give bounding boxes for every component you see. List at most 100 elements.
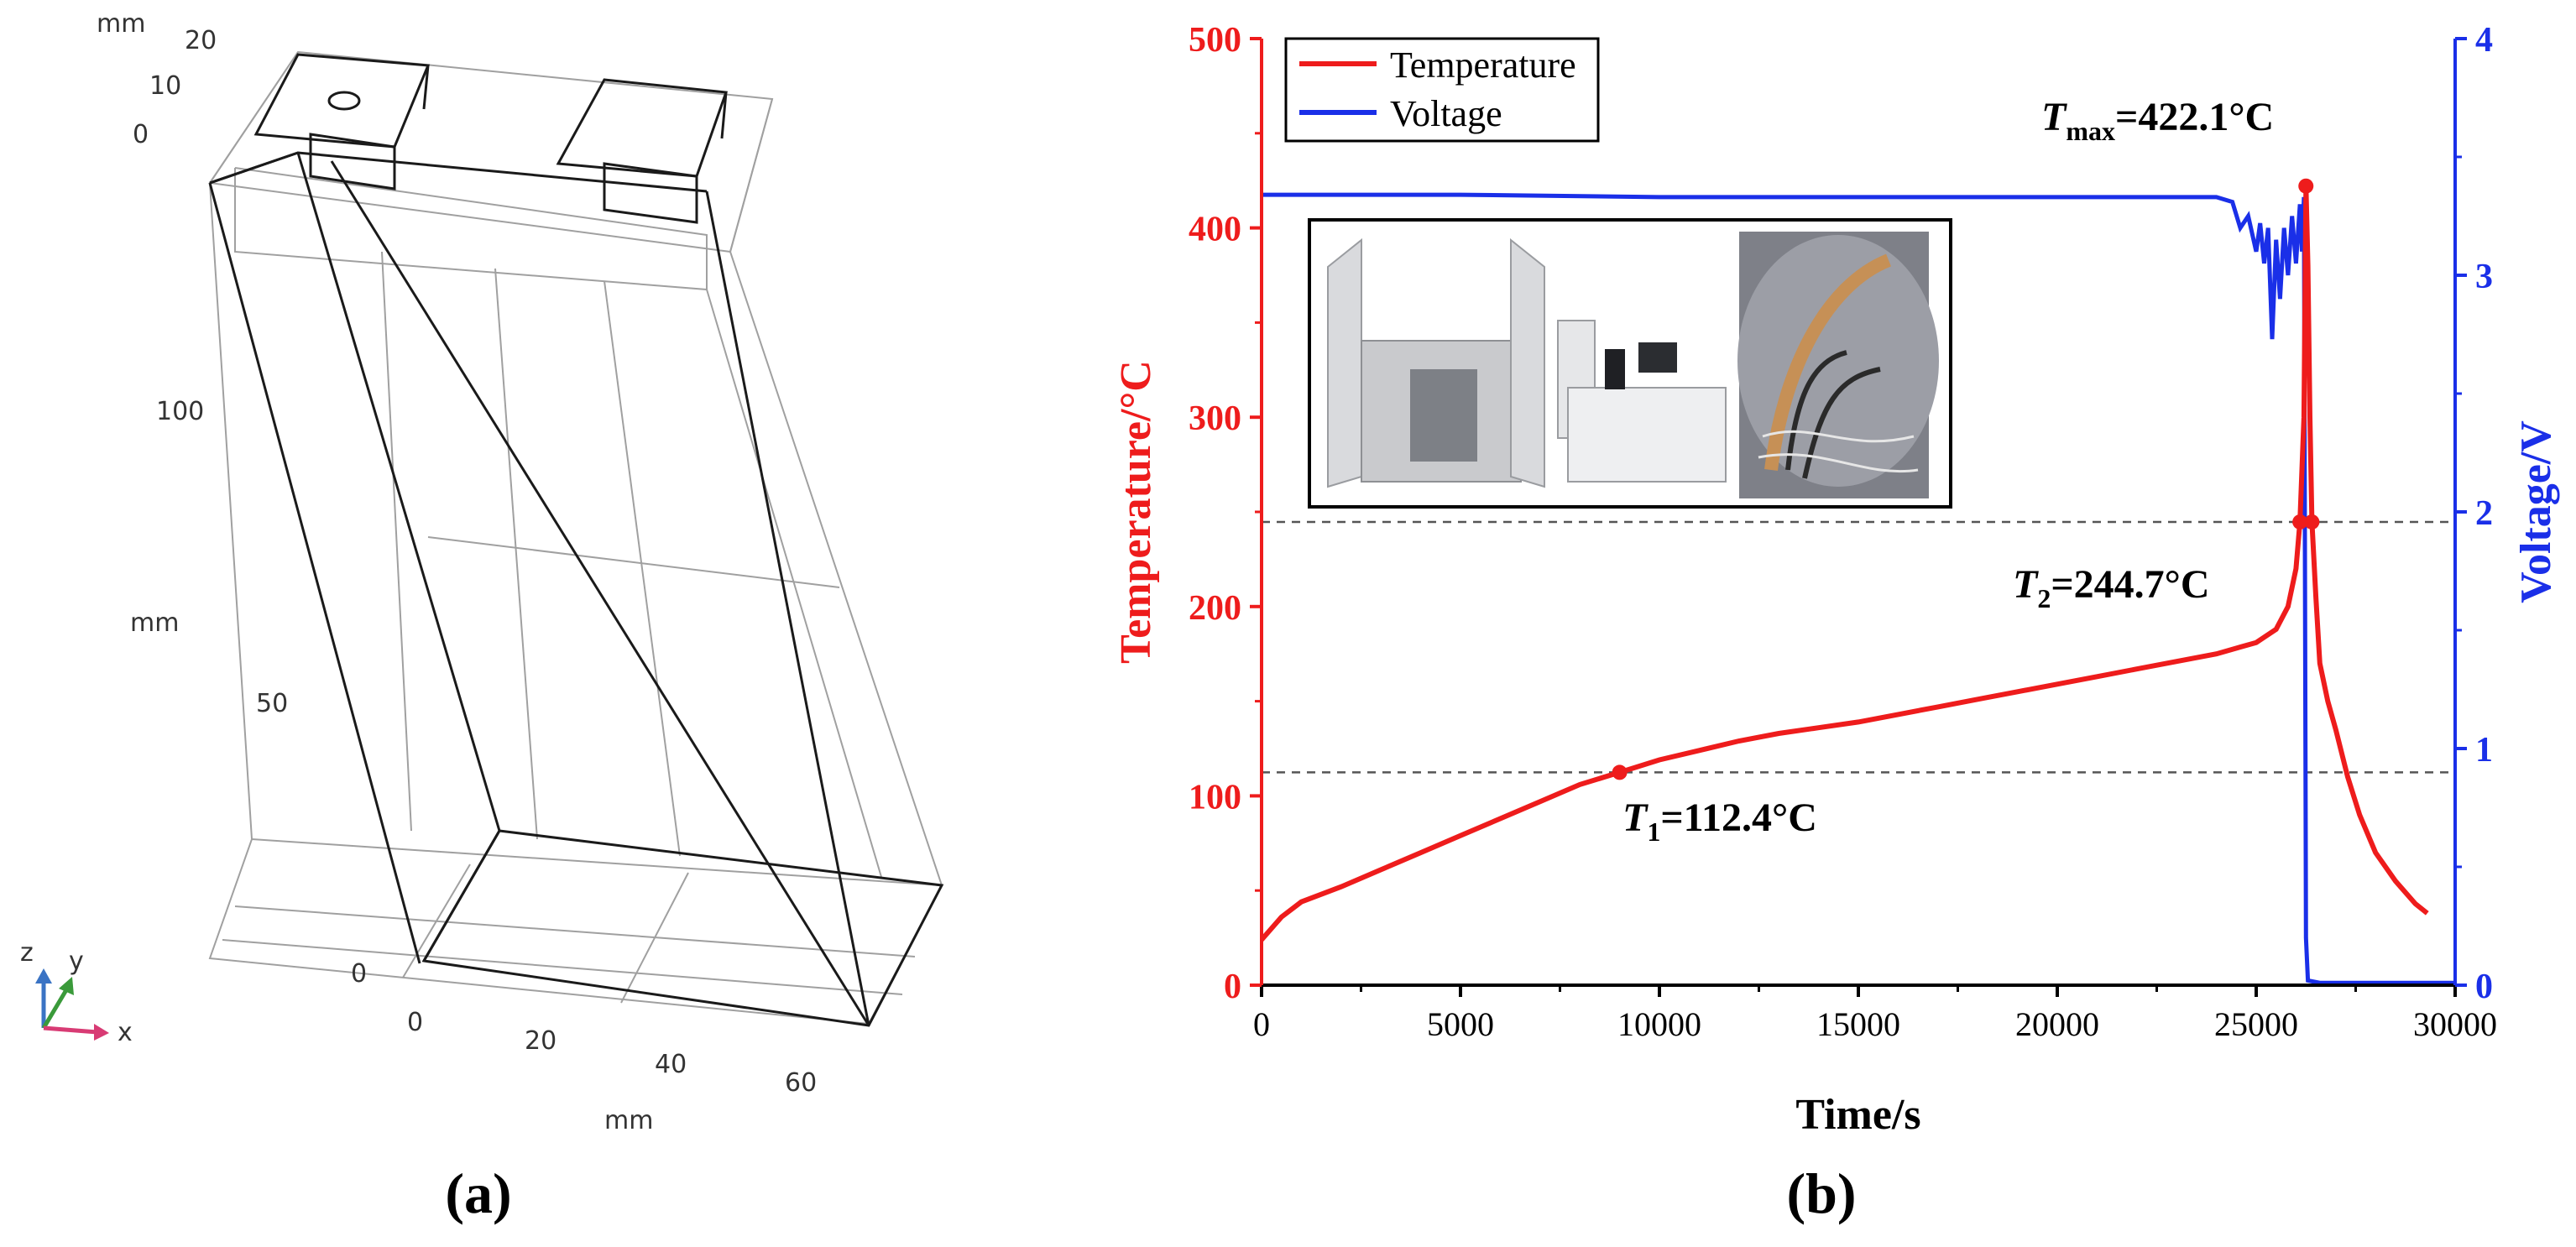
y-left-tick-label-400: 400 (1189, 211, 1241, 249)
legend-box (1284, 37, 1600, 143)
legend-label-voltage: Voltage (1390, 93, 1502, 134)
triad-y-arrow-icon (59, 977, 74, 995)
triad-z-arrow-icon (35, 968, 52, 984)
terminal-right-top (556, 78, 729, 178)
sample-wires (1785, 350, 1881, 479)
sample-cables (1758, 430, 1919, 473)
unit-label-z: mm (97, 9, 145, 39)
triad-x-arrow-icon (94, 1024, 109, 1041)
legend-label-temperature: Temperature (1390, 44, 1576, 86)
mesh-bottom-guide-2 (402, 864, 471, 978)
panel-a-tick-labels: mm 20 10 0 100 mm 50 0 0 20 40 60 mm (97, 9, 817, 1135)
terminal-left-front (309, 133, 396, 190)
z-tick-10: 10 (149, 71, 181, 101)
terminal-right-front (603, 162, 698, 224)
triad-y-letter: y (69, 947, 84, 976)
control-desk (1567, 387, 1727, 483)
x-tick-label-15000: 15000 (1816, 1005, 1900, 1043)
annotation-t2: T2=244.7°C (2013, 562, 2210, 613)
edge-body-front-top (209, 151, 299, 185)
test-chamber-photo (1327, 237, 1727, 488)
y-right-tick-label-2: 2 (2475, 494, 2493, 533)
unit-label-y: mm (130, 608, 179, 638)
x-tick-60: 60 (785, 1068, 817, 1098)
x-tick-label-10000: 10000 (1617, 1005, 1701, 1043)
x-tick-20: 20 (525, 1026, 556, 1056)
reference-lines (1262, 520, 2455, 774)
inset-photos (1308, 218, 1952, 509)
mesh-back-right-edge (729, 98, 943, 886)
terminal-right-side (720, 91, 728, 139)
data-marker-4 (2298, 178, 2314, 194)
mesh-bottom-guide-4 (222, 939, 903, 995)
battery-sample-photo (1737, 232, 1939, 498)
series-voltage-line (1262, 192, 2455, 985)
data-marker-1 (1612, 764, 1628, 780)
x-tick-0: 0 (407, 1008, 423, 1037)
x-tick-label-20000: 20000 (2015, 1005, 2099, 1043)
data-markers (1612, 178, 2320, 780)
desk-monitor (1638, 342, 1677, 373)
mesh-top-rim (234, 167, 708, 291)
y-right-tick-label-4: 4 (2475, 21, 2493, 60)
orientation-triad: z y x (20, 938, 133, 1047)
battery-edges (208, 151, 944, 1027)
chamber-door-left (1327, 237, 1362, 488)
y-right-tick-label-1: 1 (2475, 731, 2493, 770)
mesh-guide-4 (706, 289, 882, 878)
y-left-tick-label-500: 500 (1189, 21, 1241, 60)
mesh-guide-1 (381, 251, 412, 832)
battery-mesh-lines (208, 50, 943, 1025)
data-marker-2 (2292, 514, 2308, 530)
terminal-left-top (253, 53, 431, 149)
y-right-tick-label-0: 0 (2475, 968, 2493, 1006)
annotation-tmax: Tmax=422.1°C (2041, 95, 2274, 146)
x-tick-label-30000: 30000 (2413, 1005, 2497, 1043)
mesh-guide-2 (494, 268, 538, 840)
y-left-tick-label-100: 100 (1189, 778, 1241, 817)
edge-front-right (705, 190, 870, 1026)
z-tick-0: 0 (133, 120, 149, 149)
terminal-left-hole (327, 91, 361, 111)
unit-label-x: mm (604, 1106, 653, 1135)
x-tick-label-0: 0 (1253, 1005, 1270, 1043)
edge-bottom-left (422, 830, 501, 962)
y-left-tick-label-200: 200 (1189, 589, 1241, 628)
mesh-guide-3 (604, 280, 681, 857)
mesh-top-face (208, 50, 774, 253)
x-tick-40: 40 (655, 1050, 687, 1079)
y-tick-0: 0 (351, 959, 367, 989)
z-tick-20: 20 (185, 26, 217, 55)
mesh-bottom-guide-3 (620, 872, 689, 1004)
caption-a: (a) (445, 1161, 511, 1225)
triad-z-letter: z (20, 938, 34, 968)
sample-photo-glow (1737, 235, 1939, 487)
mesh-guide-mid (427, 536, 840, 588)
caption-b: (b) (1786, 1161, 1856, 1225)
triad-x-axis (43, 1025, 98, 1035)
y-right-axis-title: Voltage/V (2512, 420, 2560, 603)
y-left-tick-label-300: 300 (1189, 399, 1241, 438)
edge-front-left (296, 152, 501, 832)
y-left-axis-title: Temperature/°C (1112, 360, 1160, 664)
y-tick-100: 100 (156, 397, 204, 426)
chamber-core (1410, 369, 1477, 462)
data-marker-3 (2304, 514, 2320, 530)
desk-computer (1605, 349, 1625, 389)
annotation-t1: T1=112.4°C (1622, 796, 1817, 847)
chamber-door-right (1510, 237, 1545, 488)
chart-legend: Temperature Voltage (1284, 37, 1600, 143)
series-temperature-line (1262, 185, 2429, 942)
edge-back-left (208, 182, 421, 964)
triad-y-axis (41, 987, 70, 1030)
panel-a-battery-model: mm 20 10 0 100 mm 50 0 0 20 40 60 mm z y (20, 9, 944, 1225)
x-tick-label-5000: 5000 (1427, 1005, 1494, 1043)
triad-x-letter: x (118, 1018, 133, 1047)
edge-front-depth (330, 160, 870, 1026)
terminal-left-side (422, 65, 430, 110)
chart-annotations: Tmax=422.1°C T2=244.7°C T1=112.4°C (1622, 95, 2274, 847)
